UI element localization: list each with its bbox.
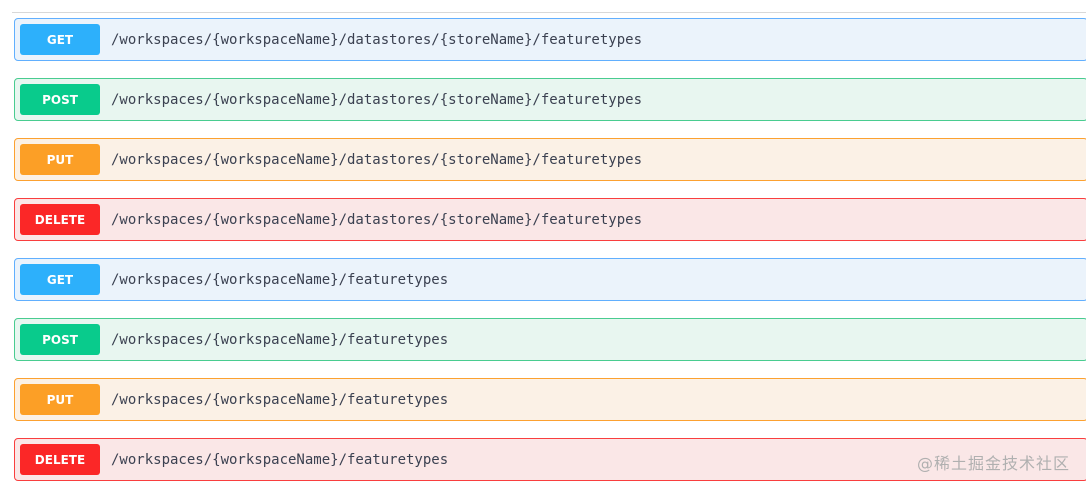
operation-path: /workspaces/{workspaceName}/datastores/{… bbox=[111, 151, 643, 168]
top-divider bbox=[12, 12, 1086, 13]
method-badge: PUT bbox=[20, 384, 100, 415]
method-badge: DELETE bbox=[20, 204, 100, 235]
operation-path: /workspaces/{workspaceName}/datastores/{… bbox=[111, 91, 643, 108]
operation-get-datastore-featuretypes[interactable]: GET /workspaces/{workspaceName}/datastor… bbox=[14, 18, 1086, 61]
operation-delete-workspace-featuretypes[interactable]: DELETE /workspaces/{workspaceName}/featu… bbox=[14, 438, 1086, 481]
operation-path: /workspaces/{workspaceName}/datastores/{… bbox=[111, 211, 643, 228]
operation-post-datastore-featuretypes[interactable]: POST /workspaces/{workspaceName}/datasto… bbox=[14, 78, 1086, 121]
operation-path: /workspaces/{workspaceName}/featuretypes bbox=[111, 331, 449, 348]
method-badge: GET bbox=[20, 24, 100, 55]
watermark: @稀土掘金技术社区 bbox=[916, 454, 1070, 473]
method-badge: POST bbox=[20, 84, 100, 115]
operation-path: /workspaces/{workspaceName}/featuretypes bbox=[111, 451, 449, 468]
operation-post-workspace-featuretypes[interactable]: POST /workspaces/{workspaceName}/feature… bbox=[14, 318, 1086, 361]
method-badge: PUT bbox=[20, 144, 100, 175]
operation-put-workspace-featuretypes[interactable]: PUT /workspaces/{workspaceName}/featuret… bbox=[14, 378, 1086, 421]
operations-list: GET /workspaces/{workspaceName}/datastor… bbox=[14, 18, 1086, 498]
operation-path: /workspaces/{workspaceName}/datastores/{… bbox=[111, 31, 643, 48]
operation-put-datastore-featuretypes[interactable]: PUT /workspaces/{workspaceName}/datastor… bbox=[14, 138, 1086, 181]
operation-path: /workspaces/{workspaceName}/featuretypes bbox=[111, 271, 449, 288]
method-badge: GET bbox=[20, 264, 100, 295]
operation-path: /workspaces/{workspaceName}/featuretypes bbox=[111, 391, 449, 408]
operation-delete-datastore-featuretypes[interactable]: DELETE /workspaces/{workspaceName}/datas… bbox=[14, 198, 1086, 241]
method-badge: POST bbox=[20, 324, 100, 355]
operation-get-workspace-featuretypes[interactable]: GET /workspaces/{workspaceName}/featuret… bbox=[14, 258, 1086, 301]
method-badge: DELETE bbox=[20, 444, 100, 475]
